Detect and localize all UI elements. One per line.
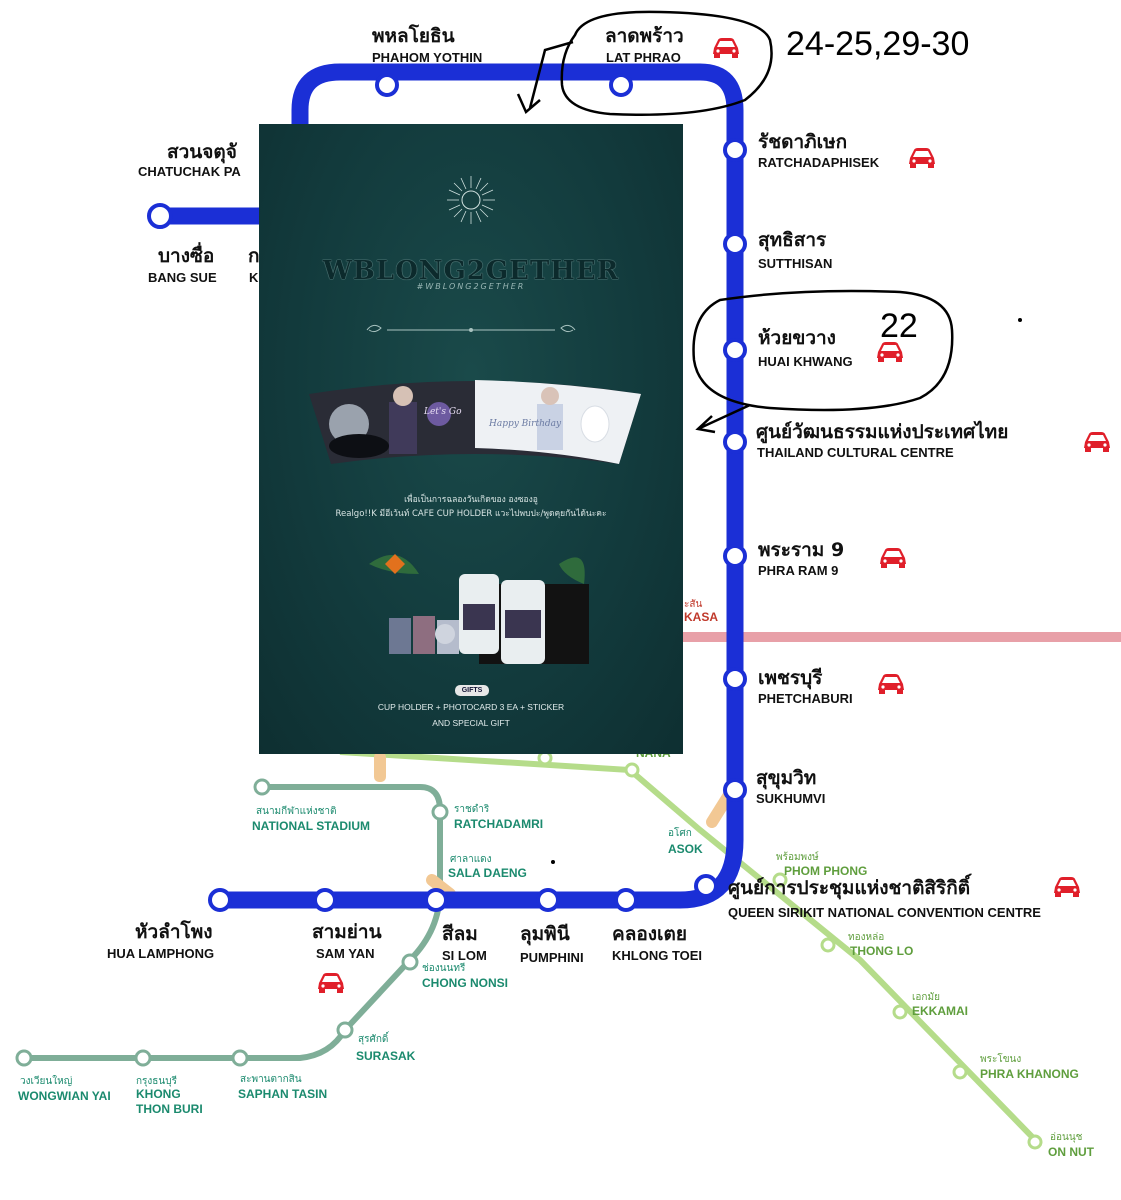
ornament-divider (366, 324, 576, 333)
cup-holder-design: Let's Go Happy Birthday (309, 380, 641, 464)
station-label-th: สนามกีฬาแห่งชาติ (256, 805, 336, 817)
hand-circle-huaikhwang (692, 289, 954, 412)
station-label-th: สุทธิสาร (758, 229, 827, 252)
station-label-en: KASA (684, 610, 718, 624)
station-label-th: เอกมัย (912, 992, 940, 1003)
gifts-line-2: AND SPECIAL GIFT (432, 718, 510, 728)
station-label-th: สุขุมวิท (756, 767, 816, 790)
station-label-en: CHONG NONSI (422, 976, 508, 990)
station-label-th: ทองหล่อ (848, 932, 884, 943)
station-label-th: บางซื่อ (158, 242, 214, 267)
station-label-en: SI LOM (442, 948, 487, 963)
station-label-th: สะพานตากสิน (240, 1074, 302, 1085)
handwritten-dates-latphrao: 24-25,29-30 (786, 25, 969, 63)
poster-hashtag: #WBLONG2GETHER (416, 282, 526, 291)
station-label-th: พระราม 9 (758, 539, 844, 561)
station-label-th: สวนจตุจั (167, 141, 238, 164)
station-label-en: EKKAMAI (912, 1004, 968, 1018)
station-label-th: กรุงธนบุรี (136, 1075, 178, 1087)
station-label-th: ลาดพร้าว (605, 25, 684, 47)
station-label-th: หัวลำโพง (135, 920, 213, 943)
station-label-en: NATIONAL STADIUM (252, 819, 370, 833)
car-icon (909, 148, 935, 168)
station-label-th: อโศก (668, 826, 692, 839)
station-label-en: KHONG (136, 1087, 181, 1101)
bts-sukhumvit-line (339, 749, 1043, 1148)
station-label-en: LAT PHRAO (606, 50, 681, 65)
station-label-en: THONG LO (850, 944, 913, 958)
mrt-stations (147, 73, 747, 912)
gifts-line-1: CUP HOLDER + PHOTOCARD 3 EA + STICKER (377, 702, 565, 712)
car-icon (318, 973, 344, 993)
station-label-th: คลองเตย (612, 923, 687, 945)
station-label-th: ะสัน (684, 599, 702, 610)
station-label-en: PHOM PHONG (784, 864, 867, 878)
station-label-th: อ่อนนุช (1050, 1132, 1083, 1143)
station-label-en: ASOK (668, 842, 703, 856)
car-icon (880, 548, 906, 568)
bts-silom-line (22, 784, 443, 1061)
station-label-en: HUA LAMPHONG (107, 946, 214, 961)
station-label-th: เพชรบุรี (758, 667, 823, 690)
station-label-th: ลุมพินี (520, 923, 570, 946)
station-label-en: HUAI KHWANG (758, 354, 853, 369)
gifts-badge: GIFTS (455, 685, 489, 696)
station-label-en: CHATUCHAK PA (138, 164, 241, 179)
station-label-th: สุรศักดิ์ (358, 1031, 390, 1045)
hand-circle-latphrao (560, 10, 773, 116)
station-label-en: PHAHOM YOTHIN (372, 50, 482, 65)
station-label-th: พระโขนง (980, 1052, 1021, 1065)
station-label-en: SURASAK (356, 1049, 416, 1063)
station-label-en: KHLONG TOEI (612, 948, 702, 963)
cup-text-right: Happy Birthday (488, 419, 562, 429)
car-icon (878, 674, 904, 694)
station-label-en: SAPHAN TASIN (238, 1087, 327, 1101)
car-icon (1084, 432, 1110, 452)
station-label-th: วงเวียนใหญ่ (20, 1075, 72, 1087)
station-label-th: ห้วยขวาง (758, 327, 836, 349)
station-label-en: PHRA RAM 9 (758, 563, 838, 578)
sunburst-icon (447, 176, 495, 224)
station-label-en: ON NUT (1048, 1145, 1095, 1159)
hand-arrow-huaikhwang (695, 403, 751, 434)
car-icon (877, 342, 903, 362)
station-label-th: ราชดำริ (454, 804, 490, 815)
station-label-th: ศูนย์วัฒนธรรมแห่งประเทศไทย (756, 420, 1008, 444)
station-label-th: สามย่าน (312, 921, 382, 943)
station-label-th: ช่องนนทรี (422, 962, 466, 974)
car-icon (1054, 877, 1080, 897)
station-label-en: THON BURI (136, 1102, 203, 1116)
cup-text-left: Let's Go (423, 407, 462, 417)
station-label-th: ศาลาแดง (450, 854, 492, 865)
station-label-th: ก (248, 245, 260, 267)
station-label-th: พร้อมพงษ์ (776, 851, 819, 863)
event-poster: WBLONG2GETHER #WBLONG2GETHER Let's Go Ha… (259, 124, 683, 754)
station-label-th: ศูนย์การประชุมแห่งชาติสิริกิติ์ (728, 873, 972, 900)
station-label-en: SALA DAENG (448, 866, 527, 880)
station-label-en: THAILAND CULTURAL CENTRE (757, 445, 954, 460)
handwritten-date-huaikhwang: 22 (880, 307, 918, 345)
poster-description-1: เพื่อเป็นการฉลองวันเกิดของ องซองอู (404, 495, 538, 505)
station-label-en: QUEEN SIRIKIT NATIONAL CONVENTION CENTRE (728, 905, 1041, 920)
station-label-en: BANG SUE (148, 270, 217, 285)
station-label-en: PUMPHINI (520, 950, 584, 965)
poster-title: WBLONG2GETHER (322, 256, 620, 286)
station-label-en: SUKHUMVI (756, 791, 825, 806)
station-label-en: SAM YAN (316, 946, 375, 961)
hand-arrow-latphrao (516, 40, 574, 115)
station-label-en: PHRA KHANONG (980, 1067, 1079, 1081)
station-label-en: PHETCHABURI (758, 691, 853, 706)
station-label-th: รัชดาภิเษก (758, 131, 847, 153)
station-label-en: RATCHADAPHISEK (758, 155, 880, 170)
station-label-th: พหลโยธิน (372, 24, 455, 47)
station-label-en: RATCHADAMRI (454, 817, 543, 831)
station-label-th: สีลม (442, 923, 478, 945)
station-label-en: WONGWIAN YAI (18, 1089, 111, 1103)
car-icon (713, 38, 739, 58)
station-label-en: K (249, 270, 259, 285)
poster-description-2: Realgo!!K มีอีเว้นท์ CAFE CUP HOLDER แวะ… (335, 509, 607, 519)
gift-product-photo (369, 554, 589, 664)
station-label-en: SUTTHISAN (758, 256, 832, 271)
